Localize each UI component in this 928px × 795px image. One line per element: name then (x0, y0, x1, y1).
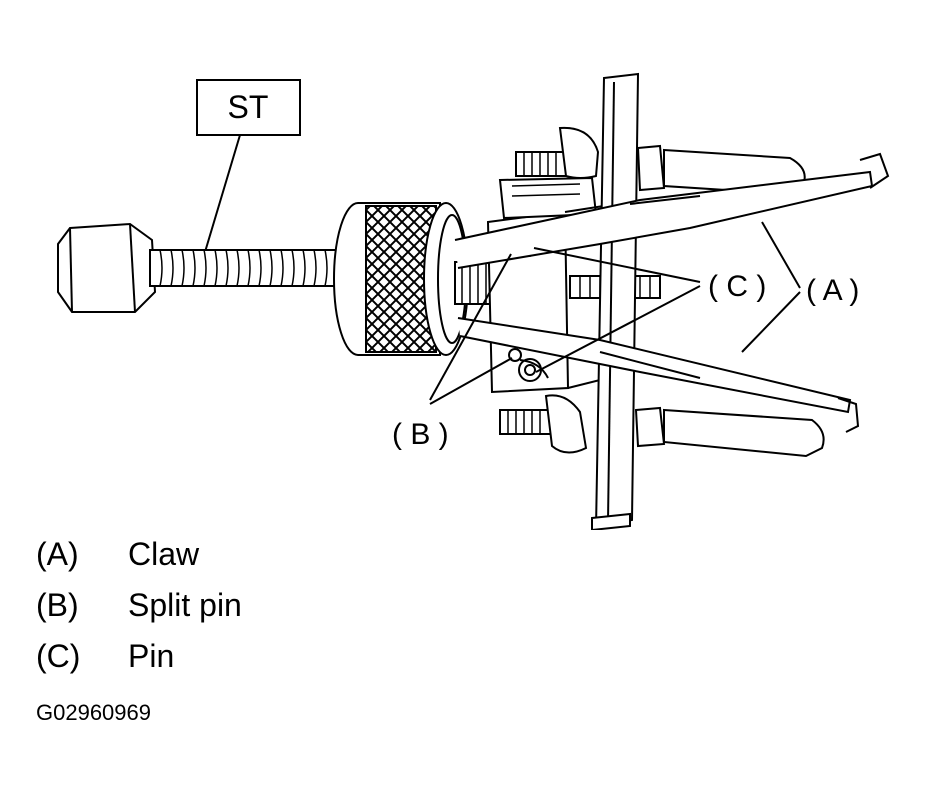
legend-text: Pin (128, 638, 175, 674)
upper-claw (454, 152, 890, 269)
flange-plate (591, 72, 640, 530)
knurled-nut (333, 202, 469, 356)
lower-bolt-assembly (499, 394, 825, 458)
figure-id: G02960969 (36, 700, 151, 725)
legend-text: Claw (128, 536, 200, 572)
legend-text: Split pin (128, 587, 242, 623)
puller-diagram: ST (57, 72, 890, 530)
st-label-box: ST (196, 79, 301, 253)
lower-claw (457, 317, 860, 433)
legend-item-pin: (C) Pin (36, 634, 242, 685)
callout-b: ( B ) (392, 418, 449, 451)
legend-key: (B) (36, 587, 79, 623)
legend: (A) Claw (B) Split pin (C) Pin (36, 532, 242, 685)
legend-item-split-pin: (B) Split pin (36, 583, 242, 634)
legend-key: (C) (36, 638, 81, 674)
callout-c: ( C ) (708, 270, 766, 303)
upper-bolt-assembly (515, 126, 806, 196)
legend-item-claw: (A) Claw (36, 532, 242, 583)
hex-head (57, 222, 157, 313)
callout-a: ( A ) (806, 274, 859, 307)
legend-key: (A) (36, 536, 79, 572)
threaded-screw (149, 249, 351, 287)
leader-lines (429, 221, 801, 405)
st-label: ST (228, 89, 269, 125)
